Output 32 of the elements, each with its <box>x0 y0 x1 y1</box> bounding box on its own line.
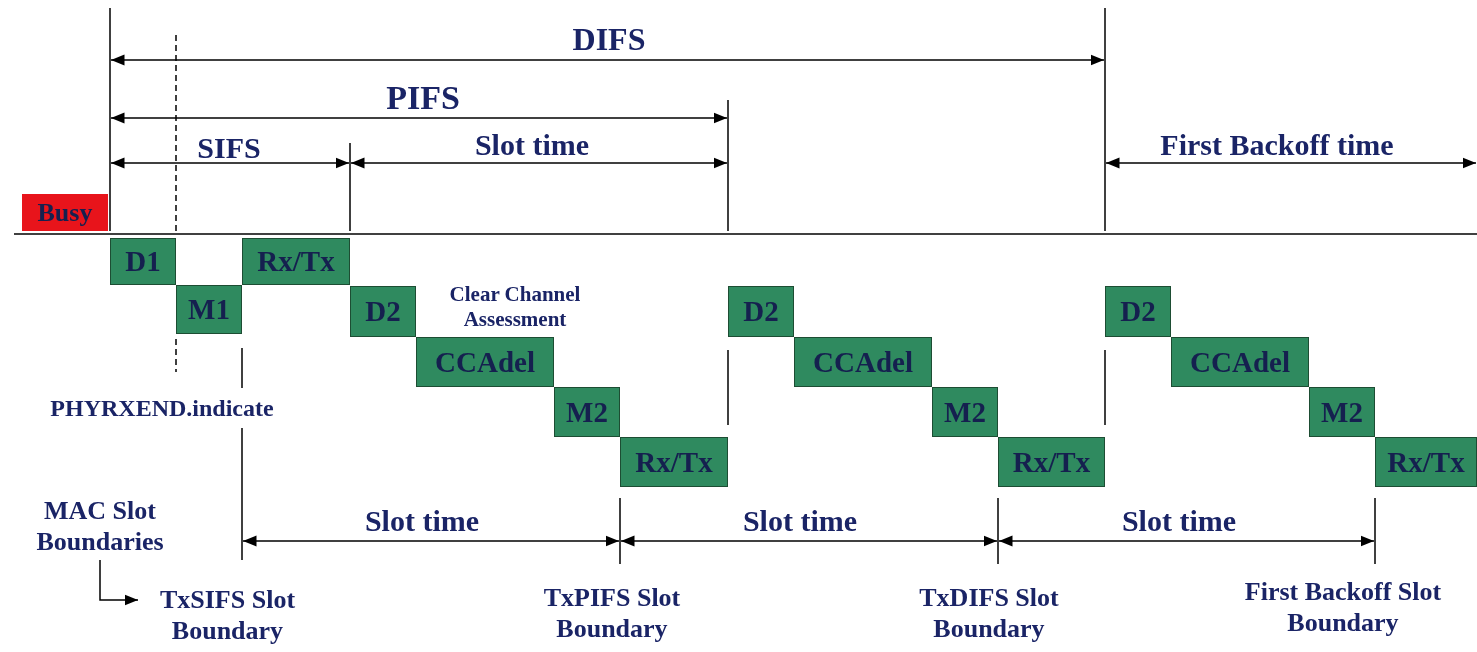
interval-label: Slot time <box>364 503 480 539</box>
interval-label: First Backoff time <box>1160 127 1394 163</box>
interval-label: DIFS <box>572 20 646 59</box>
boundary-label: MAC Slot Boundaries <box>20 494 180 558</box>
boundary-label: TxPIFS Slot Boundary <box>542 582 682 645</box>
state-box: Rx/Tx <box>242 238 350 285</box>
state-box: D2 <box>1105 286 1171 337</box>
state-box: CCAdel <box>1171 337 1309 387</box>
state-box: M2 <box>554 387 620 437</box>
state-box: Rx/Tx <box>620 437 728 487</box>
state-box: D2 <box>728 286 794 337</box>
state-box: CCAdel <box>416 337 554 387</box>
boundary-label: TxSIFS Slot Boundary <box>140 580 315 650</box>
interval-label: Slot time <box>474 127 590 163</box>
annotation-text: Clear Channel Assessment <box>448 282 582 333</box>
state-box: M2 <box>932 387 998 437</box>
boundary-label: First Backoff Slot Boundary <box>1243 576 1443 639</box>
state-box: Rx/Tx <box>998 437 1105 487</box>
state-box: D1 <box>110 238 176 285</box>
state-box: M1 <box>176 285 242 334</box>
event-label: PHYRXEND.indicate <box>50 394 274 423</box>
busy-box: Busy <box>22 194 108 231</box>
interval-label: Slot time <box>1121 503 1237 539</box>
interval-label: Slot time <box>742 503 858 539</box>
boundary-label: TxDIFS Slot Boundary <box>918 582 1060 645</box>
interval-label: SIFS <box>197 130 261 166</box>
state-box: Rx/Tx <box>1375 437 1477 487</box>
interval-label: PIFS <box>386 78 460 118</box>
state-box: CCAdel <box>794 337 932 387</box>
state-box: D2 <box>350 286 416 337</box>
state-box: M2 <box>1309 387 1375 437</box>
arrow <box>99 559 139 606</box>
